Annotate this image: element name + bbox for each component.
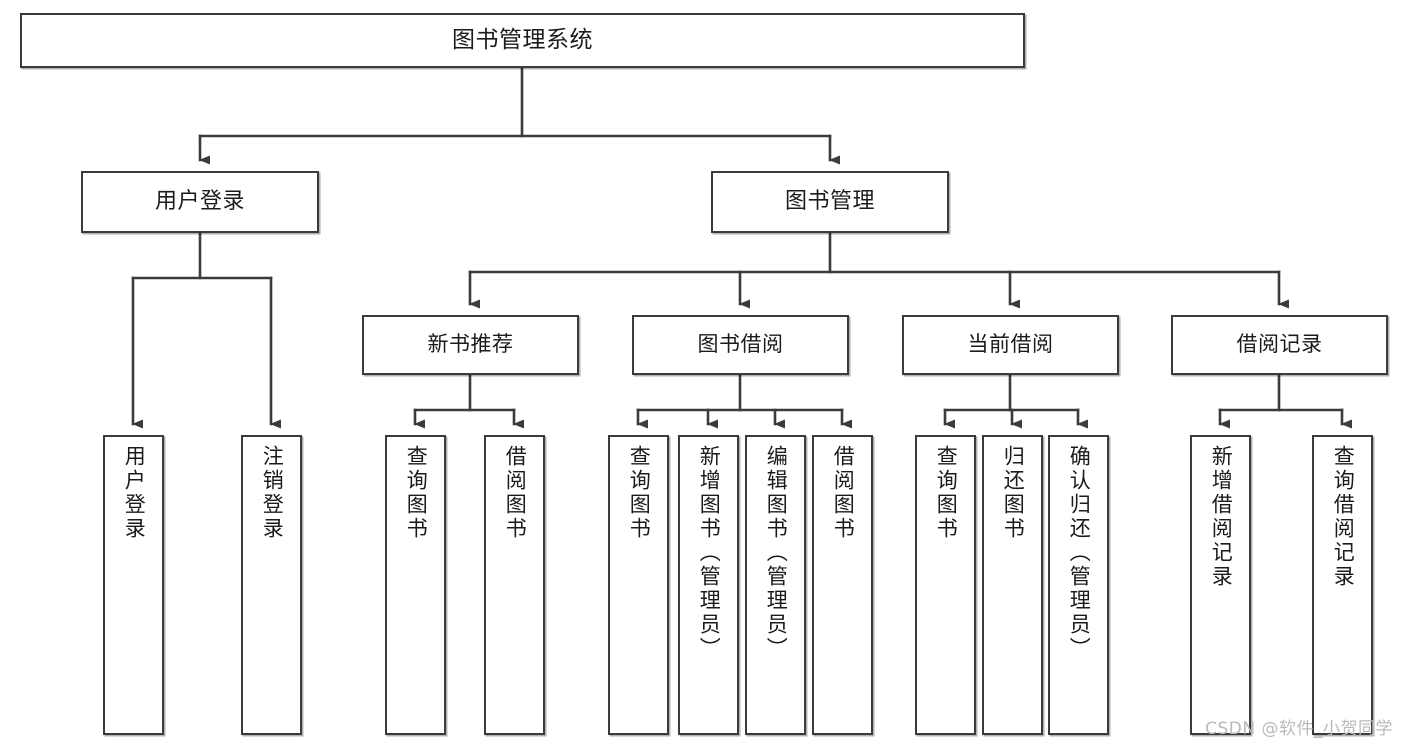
connector-lines xyxy=(131,66,1352,429)
node-label-leaf-add-record: 新增借阅记录 xyxy=(1209,445,1234,589)
node-label-leaf-query-book-br: 查询图书 xyxy=(627,445,652,541)
node-label-user-login: 用户登录 xyxy=(154,188,245,214)
node-label-leaf-user-login: 用户登录 xyxy=(122,445,147,541)
node-label-current-borrow: 当前借阅 xyxy=(967,332,1054,357)
node-book-manage[interactable]: 图书管理 xyxy=(711,171,949,233)
node-new-book-rec[interactable]: 新书推荐 xyxy=(362,315,579,375)
node-leaf-query-record[interactable]: 查询借阅记录 xyxy=(1312,435,1373,735)
node-leaf-edit-book[interactable]: 编辑图书（管理员） xyxy=(745,435,806,735)
node-leaf-add-record[interactable]: 新增借阅记录 xyxy=(1190,435,1251,735)
node-label-book-borrow: 图书借阅 xyxy=(697,332,784,357)
node-leaf-query-book-br[interactable]: 查询图书 xyxy=(608,435,669,735)
node-label-leaf-query-record: 查询借阅记录 xyxy=(1331,445,1356,589)
node-leaf-borrow-book-br[interactable]: 借阅图书 xyxy=(812,435,873,735)
node-label-leaf-return-book: 归还图书 xyxy=(1001,445,1026,541)
node-label-book-manage: 图书管理 xyxy=(784,188,875,214)
node-leaf-query-book-rec[interactable]: 查询图书 xyxy=(385,435,446,735)
node-leaf-confirm-return[interactable]: 确认归还（管理员） xyxy=(1048,435,1109,735)
node-label-leaf-borrow-book-rec: 借阅图书 xyxy=(503,445,528,541)
node-leaf-logout[interactable]: 注销登录 xyxy=(241,435,302,735)
node-label-leaf-query-book-rec: 查询图书 xyxy=(404,445,429,541)
node-label-new-book-rec: 新书推荐 xyxy=(427,332,514,357)
node-label-leaf-query-book-cb: 查询图书 xyxy=(934,445,959,541)
node-label-borrow-record: 借阅记录 xyxy=(1236,332,1323,357)
node-label-leaf-edit-book: 编辑图书（管理员） xyxy=(764,445,789,661)
node-root[interactable]: 图书管理系统 xyxy=(20,13,1025,68)
node-current-borrow[interactable]: 当前借阅 xyxy=(902,315,1119,375)
node-user-login[interactable]: 用户登录 xyxy=(81,171,319,233)
node-borrow-record[interactable]: 借阅记录 xyxy=(1171,315,1388,375)
node-book-borrow[interactable]: 图书借阅 xyxy=(632,315,849,375)
node-leaf-add-book[interactable]: 新增图书（管理员） xyxy=(678,435,739,735)
node-label-leaf-borrow-book-br: 借阅图书 xyxy=(831,445,856,541)
node-leaf-query-book-cb[interactable]: 查询图书 xyxy=(915,435,976,735)
node-leaf-borrow-book-rec[interactable]: 借阅图书 xyxy=(484,435,545,735)
node-leaf-user-login[interactable]: 用户登录 xyxy=(103,435,164,735)
node-label-leaf-logout: 注销登录 xyxy=(260,445,285,541)
node-leaf-return-book[interactable]: 归还图书 xyxy=(982,435,1043,735)
node-label-root: 图书管理系统 xyxy=(452,26,593,53)
node-label-leaf-add-book: 新增图书（管理员） xyxy=(697,445,722,661)
node-label-leaf-confirm-return: 确认归还（管理员） xyxy=(1067,445,1092,661)
